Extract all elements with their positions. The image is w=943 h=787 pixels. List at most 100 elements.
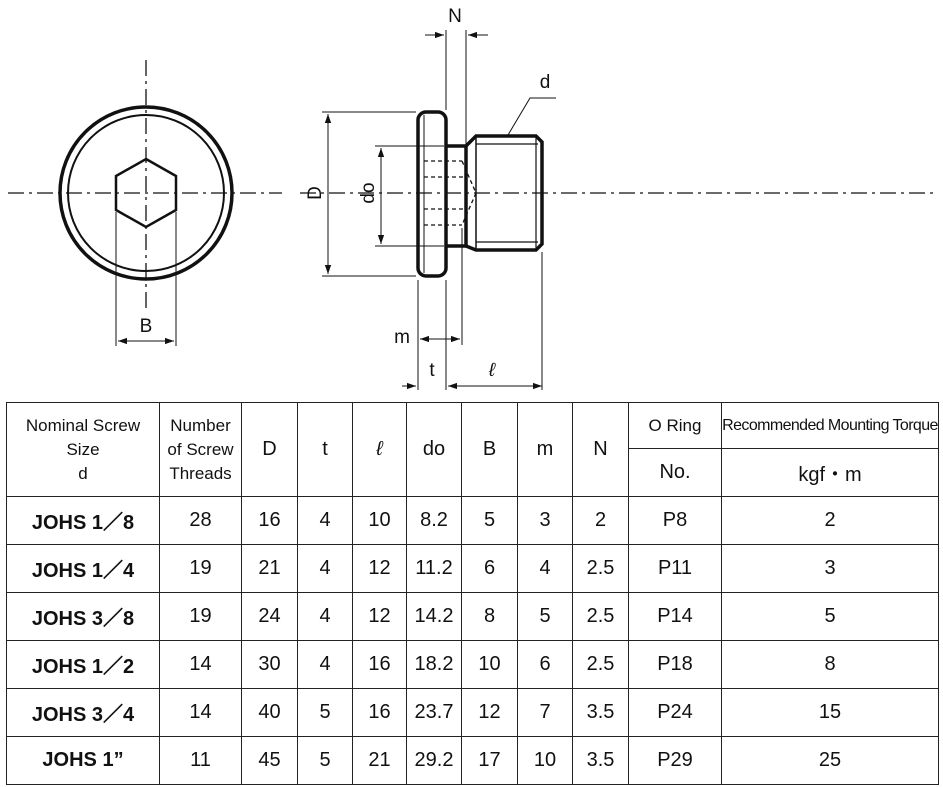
cell-do: 29.2 xyxy=(406,736,462,785)
header-nominal-line1: Nominal Screw xyxy=(25,415,141,435)
header-nominal-line3: d xyxy=(78,463,88,483)
end-view: B xyxy=(8,60,282,346)
header-oring: O Ring xyxy=(628,402,722,449)
cell-do: 8.2 xyxy=(406,496,462,545)
cell-oring: P29 xyxy=(628,736,722,785)
cell-m: 5 xyxy=(517,592,573,641)
cell-m: 3 xyxy=(517,496,573,545)
cell-N: 3.5 xyxy=(572,736,629,785)
cell-oring: P24 xyxy=(628,688,722,737)
cell-l: 16 xyxy=(352,688,407,737)
header-threads-line2: of Screw xyxy=(167,439,234,459)
cell-threads: 19 xyxy=(159,544,242,593)
cell-torque: 8 xyxy=(721,640,939,689)
cell-B: 6 xyxy=(461,544,518,593)
header-nominal-size: Nominal Screw Size d xyxy=(6,402,160,497)
cell-size: JOHS 3／4 xyxy=(6,688,160,737)
cell-D: 30 xyxy=(241,640,298,689)
cell-threads: 11 xyxy=(159,736,242,785)
cell-D: 21 xyxy=(241,544,298,593)
side-view: N d D do m t ℓ xyxy=(300,6,935,390)
cell-size: JOHS 1／8 xyxy=(6,496,160,545)
cell-l: 10 xyxy=(352,496,407,545)
cell-B: 10 xyxy=(461,640,518,689)
label-l: ℓ xyxy=(488,360,496,381)
header-threads-line1: Number xyxy=(170,415,231,435)
cell-torque: 5 xyxy=(721,592,939,641)
header-do: do xyxy=(406,402,462,497)
cell-do: 23.7 xyxy=(406,688,462,737)
cell-N: 2.5 xyxy=(572,544,629,593)
header-torque: Recommended Mounting Torque xyxy=(721,402,939,449)
cell-threads: 19 xyxy=(159,592,242,641)
cell-do: 14.2 xyxy=(406,592,462,641)
cell-D: 16 xyxy=(241,496,298,545)
d-leader xyxy=(507,97,556,136)
cell-t: 4 xyxy=(297,496,353,545)
cell-oring: P8 xyxy=(628,496,722,545)
cell-m: 10 xyxy=(517,736,573,785)
label-do: do xyxy=(358,182,379,203)
cell-torque: 2 xyxy=(721,496,939,545)
cell-B: 5 xyxy=(461,496,518,545)
cell-m: 4 xyxy=(517,544,573,593)
header-l: ℓ xyxy=(352,402,407,497)
dimension-table: Nominal Screw Size d Number of Screw Thr… xyxy=(6,402,939,785)
cell-size: JOHS 1” xyxy=(6,736,160,785)
cell-t: 5 xyxy=(297,688,353,737)
cell-D: 24 xyxy=(241,592,298,641)
table-header: Nominal Screw Size d Number of Screw Thr… xyxy=(6,402,939,497)
cell-l: 12 xyxy=(352,544,407,593)
cell-do: 18.2 xyxy=(406,640,462,689)
cell-torque: 25 xyxy=(721,736,939,785)
label-t: t xyxy=(429,360,435,381)
header-thread-count: Number of Screw Threads xyxy=(159,402,242,497)
cell-t: 4 xyxy=(297,544,353,593)
cell-do: 11.2 xyxy=(406,544,462,593)
cell-N: 2.5 xyxy=(572,592,629,641)
cell-l: 21 xyxy=(352,736,407,785)
label-B: B xyxy=(140,316,153,337)
cell-size: JOHS 3／8 xyxy=(6,592,160,641)
header-B: B xyxy=(461,402,518,497)
cell-B: 12 xyxy=(461,688,518,737)
cell-size: JOHS 1／4 xyxy=(6,544,160,593)
inner-circle xyxy=(67,114,225,272)
cell-B: 8 xyxy=(461,592,518,641)
technical-drawing: B N d D xyxy=(8,6,935,390)
cell-t: 5 xyxy=(297,736,353,785)
outer-circle xyxy=(58,105,234,281)
neck xyxy=(446,144,468,248)
cell-l: 12 xyxy=(352,592,407,641)
cell-l: 16 xyxy=(352,640,407,689)
header-oring-no: No. xyxy=(628,448,722,497)
cell-N: 3.5 xyxy=(572,688,629,737)
cell-torque: 15 xyxy=(721,688,939,737)
flange-head xyxy=(416,110,448,278)
cell-oring: P11 xyxy=(628,544,722,593)
cell-B: 17 xyxy=(461,736,518,785)
cell-threads: 28 xyxy=(159,496,242,545)
header-threads-line3: Threads xyxy=(169,463,232,483)
label-N: N xyxy=(448,6,462,27)
cell-size: JOHS 1／2 xyxy=(6,640,160,689)
header-torque-unit: kgf・m xyxy=(721,448,939,497)
socket-hidden-tip xyxy=(461,160,477,226)
cell-N: 2.5 xyxy=(572,640,629,689)
threaded-shank xyxy=(464,134,544,252)
cell-threads: 14 xyxy=(159,688,242,737)
cell-t: 4 xyxy=(297,640,353,689)
header-N: N xyxy=(572,402,629,497)
header-nominal-line2: Size xyxy=(66,439,100,459)
cell-D: 40 xyxy=(241,688,298,737)
cell-N: 2 xyxy=(572,496,629,545)
cell-m: 6 xyxy=(517,640,573,689)
label-m: m xyxy=(394,327,410,348)
